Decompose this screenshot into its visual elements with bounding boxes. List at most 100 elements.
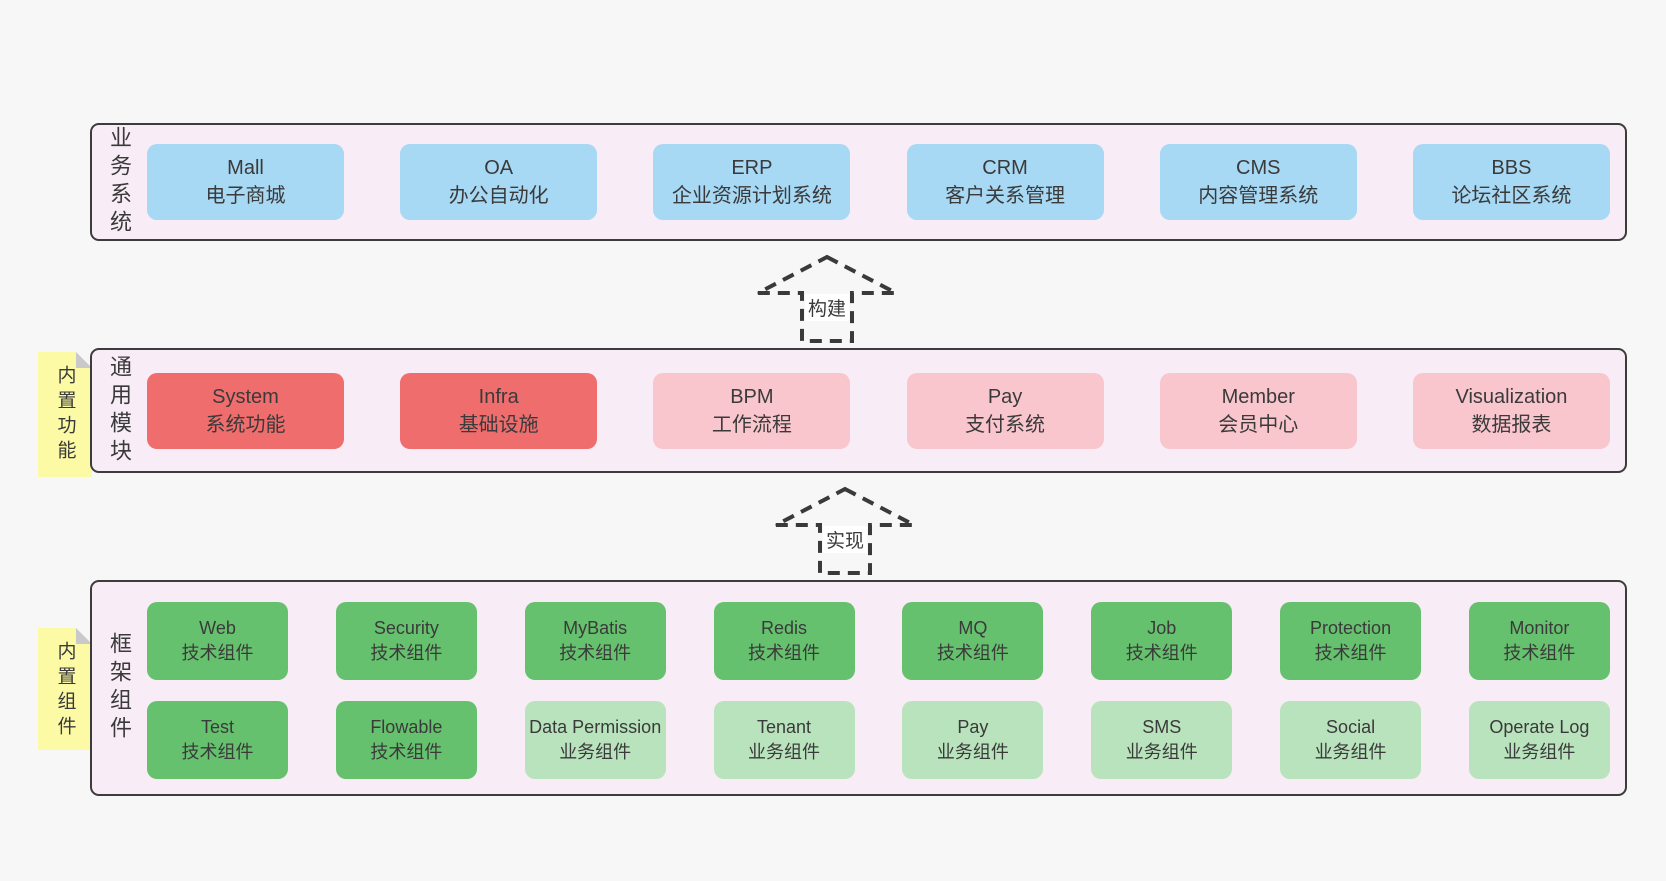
module-box-title: CRM xyxy=(982,157,1028,179)
module-box-subtitle: 基础设施 xyxy=(458,413,539,436)
layer-common-modules-label: 通用模块 xyxy=(107,354,132,467)
layer-framework-components-label: 框架组件 xyxy=(107,632,132,744)
module-box-title: Tenant xyxy=(757,717,812,737)
module-box-title: OA xyxy=(484,157,514,179)
common-modules-box-row: System 系统功能 Infra 基础设施 BPM 工作流程 Pay 支付系统 Member 会… xyxy=(147,350,1610,471)
sticky-note-builtin-functions: 内置功能 xyxy=(38,352,92,477)
module-box-title: Pay xyxy=(987,385,1023,408)
module-box-title: Redis xyxy=(761,618,808,638)
module-box-erp: ERP 企业资源计划系统 xyxy=(653,144,851,220)
module-box-pay: Pay 支付系统 xyxy=(906,372,1104,449)
module-box-title: SMS xyxy=(1142,717,1182,737)
module-box-title: Mall xyxy=(227,157,264,179)
module-box-subtitle: 系统功能 xyxy=(205,413,286,436)
module-box-subtitle: 业务组件 xyxy=(936,742,1009,762)
module-box-operate-log: Operate Log 业务组件 xyxy=(1468,701,1610,779)
module-box-subtitle: 数据报表 xyxy=(1471,413,1552,436)
module-box-subtitle: 会员中心 xyxy=(1218,413,1299,436)
module-box-infra: Infra 基础设施 xyxy=(400,372,598,449)
module-box-subtitle: 业务组件 xyxy=(1314,742,1387,762)
module-box-title: Security xyxy=(373,618,439,638)
arrow-implement-label: 实现 xyxy=(822,526,868,553)
module-box-member: Member 会员中心 xyxy=(1159,372,1357,449)
module-box-title: Visualization xyxy=(1455,385,1568,408)
module-box-visualization: Visualization 数据报表 xyxy=(1412,372,1610,449)
module-box-title: CMS xyxy=(1236,157,1281,179)
module-box-title: BPM xyxy=(730,385,774,408)
module-box-cms: CMS 内容管理系统 xyxy=(1159,144,1357,220)
module-box-mybatis: MyBatis 技术组件 xyxy=(524,602,666,680)
module-box-title: MQ xyxy=(958,618,988,638)
module-box-subtitle: 电子商城 xyxy=(205,185,286,207)
sticky-note-builtin-functions-label: 内置功能 xyxy=(54,365,76,465)
arrow-up-dashed-icon xyxy=(775,486,915,575)
module-box-subtitle: 业务组件 xyxy=(748,742,821,762)
module-box-subtitle: 业务组件 xyxy=(1125,742,1198,762)
sticky-note-builtin-components: 内置组件 xyxy=(38,628,92,750)
arrow-build: 构建 xyxy=(755,254,899,344)
module-box-subtitle: 内容管理系统 xyxy=(1198,185,1319,207)
module-box-subtitle: 技术组件 xyxy=(559,643,632,663)
module-box-title: BBS xyxy=(1491,157,1532,179)
module-box-subtitle: 工作流程 xyxy=(711,413,792,436)
module-box-subtitle: 技术组件 xyxy=(370,643,443,663)
module-box-subtitle: 技术组件 xyxy=(748,643,821,663)
module-box-title: Monitor xyxy=(1509,618,1570,638)
module-box-subtitle: 业务组件 xyxy=(1503,742,1576,762)
module-box-test: Test 技术组件 xyxy=(147,701,288,779)
module-box-title: Job xyxy=(1147,618,1177,638)
module-box-title: Infra xyxy=(478,385,519,408)
module-box-subtitle: 企业资源计划系统 xyxy=(671,185,832,207)
module-box-data-permission: Data Permission 业务组件 xyxy=(524,701,666,779)
module-box-subtitle: 业务组件 xyxy=(559,742,632,762)
layer-common-modules: 通用模块 System 系统功能 Infra 基础设施 BPM 工作流程 Pay 支付系统 Me… xyxy=(90,348,1627,473)
module-box-title: Test xyxy=(200,717,234,737)
module-box-tenant: Tenant 业务组件 xyxy=(713,701,855,779)
sticky-note-builtin-components-label: 内置组件 xyxy=(54,641,76,741)
module-box-social: Social 业务组件 xyxy=(1280,701,1422,779)
module-box-title: Web xyxy=(199,618,236,638)
module-box-bpm: BPM 工作流程 xyxy=(653,372,851,449)
module-box-flowable: Flowable 技术组件 xyxy=(335,701,477,779)
module-box-subtitle: 技术组件 xyxy=(1314,643,1387,663)
module-box-redis: Redis 技术组件 xyxy=(713,602,855,680)
module-box-title: Member xyxy=(1221,385,1295,408)
module-box-pay: Pay 业务组件 xyxy=(902,701,1044,779)
module-box-title: Social xyxy=(1326,717,1376,737)
module-box-title: Data Permission xyxy=(529,717,662,737)
module-box-mq: MQ 技术组件 xyxy=(902,602,1044,680)
module-box-subtitle: 技术组件 xyxy=(1503,643,1576,663)
layer-business-systems-label: 业务系统 xyxy=(107,126,132,238)
module-box-title: Operate Log xyxy=(1489,717,1590,737)
module-box-monitor: Monitor 技术组件 xyxy=(1468,602,1610,680)
arrow-up-dashed-icon xyxy=(757,254,897,343)
module-box-subtitle: 论坛社区系统 xyxy=(1451,185,1572,207)
module-box-subtitle: 支付系统 xyxy=(965,413,1046,436)
module-box-subtitle: 技术组件 xyxy=(1125,643,1198,663)
arrow-implement: 实现 xyxy=(773,486,917,576)
module-box-subtitle: 客户关系管理 xyxy=(945,185,1066,207)
module-box-web: Web 技术组件 xyxy=(147,602,288,680)
module-box-title: Pay xyxy=(957,717,989,737)
module-box-system: System 系统功能 xyxy=(147,372,344,449)
module-box-title: System xyxy=(212,385,279,408)
sticky-fold-corner-icon xyxy=(76,352,92,368)
module-box-subtitle: 技术组件 xyxy=(181,643,254,663)
module-box-title: Flowable xyxy=(370,717,443,737)
module-box-mall: Mall 电子商城 xyxy=(147,144,344,220)
module-box-subtitle: 技术组件 xyxy=(181,742,254,762)
module-box-subtitle: 技术组件 xyxy=(370,742,443,762)
module-box-crm: CRM 客户关系管理 xyxy=(906,144,1104,220)
module-box-title: ERP xyxy=(731,157,773,179)
module-box-subtitle: 技术组件 xyxy=(936,643,1009,663)
module-box-title: MyBatis xyxy=(563,618,628,638)
module-box-job: Job 技术组件 xyxy=(1091,602,1233,680)
arrow-build-label: 构建 xyxy=(804,294,850,321)
